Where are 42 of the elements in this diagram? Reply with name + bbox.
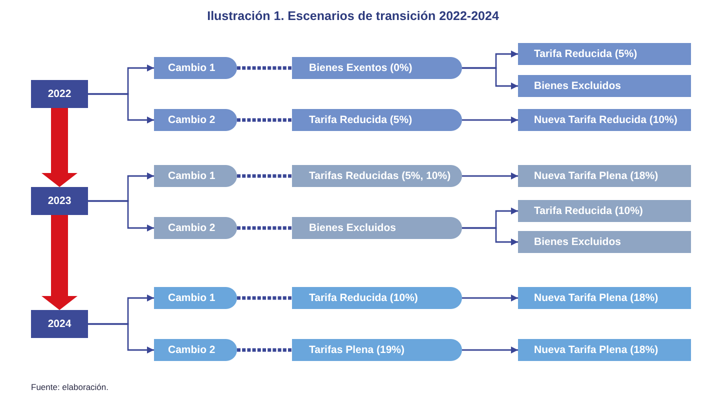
outcome-box: Bienes Excluidos	[518, 231, 691, 253]
dotted-connector	[237, 118, 292, 122]
year-box: 2023	[31, 187, 88, 215]
dotted-connector	[237, 226, 292, 230]
change-tab: Cambio 1	[154, 165, 237, 187]
scenario-tab: Bienes Exentos (0%)	[292, 57, 462, 79]
outcome-box: Tarifa Reducida (10%)	[518, 200, 691, 222]
dotted-connector	[237, 348, 292, 352]
year-box: 2024	[31, 310, 88, 338]
arrow	[462, 116, 518, 124]
change-tab: Cambio 2	[154, 109, 237, 131]
outcome-box: Bienes Excluidos	[518, 75, 691, 97]
scenario-tab: Bienes Excluidos	[292, 217, 462, 239]
diagram-title: Ilustración 1. Escenarios de transición 2022-2024	[207, 8, 499, 24]
block-arrow	[42, 108, 78, 187]
outcome-box: Nueva Tarifa Plena (18%)	[518, 287, 691, 309]
outcome-box: Nueva Tarifa Plena (18%)	[518, 165, 691, 187]
scenario-tab: Tarifa Reducida (5%)	[292, 109, 462, 131]
arrow	[88, 200, 154, 232]
dotted-connector	[237, 66, 292, 70]
arrow	[462, 67, 518, 90]
outcome-box: Nueva Tarifa Reducida (10%)	[518, 109, 691, 131]
arrow	[462, 294, 518, 302]
scenario-tab: Tarifa Reducida (10%)	[292, 287, 462, 309]
block-arrow	[42, 215, 78, 310]
outcome-box: Tarifa Reducida (5%)	[518, 43, 691, 65]
source-note: Fuente: elaboración.	[31, 382, 108, 393]
change-tab: Cambio 1	[154, 287, 237, 309]
dotted-connector	[237, 296, 292, 300]
arrow	[462, 227, 518, 246]
arrow	[462, 172, 518, 180]
scenario-tab: Tarifas Reducidas (5%, 10%)	[292, 165, 462, 187]
arrow	[88, 93, 154, 124]
change-tab: Cambio 2	[154, 217, 237, 239]
change-tab: Cambio 1	[154, 57, 237, 79]
change-tab: Cambio 2	[154, 339, 237, 361]
arrow	[462, 346, 518, 354]
outcome-box: Nueva Tarifa Plena (18%)	[518, 339, 691, 361]
dotted-connector	[237, 174, 292, 178]
arrow	[88, 323, 154, 354]
scenario-tab: Tarifas Plena (19%)	[292, 339, 462, 361]
year-box: 2022	[31, 80, 88, 108]
